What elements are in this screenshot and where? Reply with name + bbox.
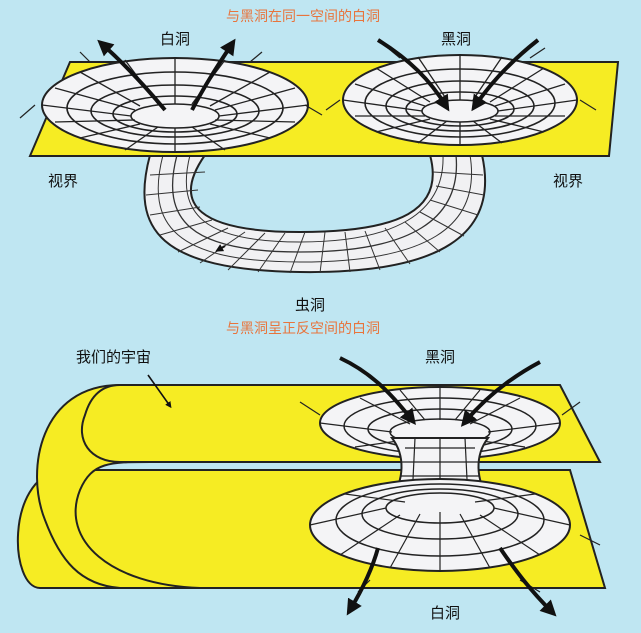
bottom-white-hole-label: 白洞 [430, 604, 461, 622]
bottom-white-hole-funnel [309, 478, 601, 593]
top-black-hole-label: 黑洞 [441, 30, 472, 48]
top-panel-title: 与黑洞在同一空间的白洞 [226, 9, 380, 25]
horizon-left-label: 视界 [48, 172, 79, 190]
horizon-right-label: 视界 [553, 172, 584, 190]
bottom-black-hole-label: 黑洞 [425, 348, 456, 366]
top-black-hole-funnel [325, 47, 597, 146]
fold-curve [36, 383, 201, 589]
our-universe-label: 我们的宇宙 [76, 348, 152, 366]
top-white-hole-label: 白洞 [160, 30, 191, 48]
top-arrows [97, 38, 540, 112]
bottom-arrows [339, 356, 557, 617]
our-universe-pointer [147, 374, 172, 409]
wormhole-tube [143, 154, 487, 274]
wormhole-label: 虫洞 [295, 296, 326, 314]
bottom-panel-title: 与黑洞呈正反空间的白洞 [226, 321, 380, 337]
